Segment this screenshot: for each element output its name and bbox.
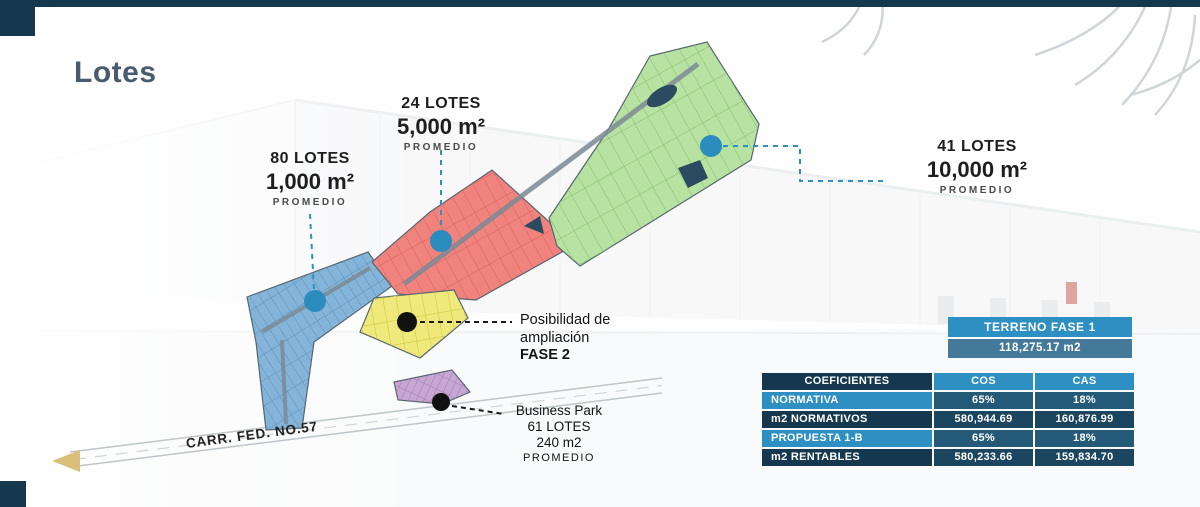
row-m2-normativos-cos: 580,944.69 — [934, 411, 1033, 428]
callout-lot-size: 10,000 m² — [926, 157, 1028, 182]
dot-1000 — [304, 290, 326, 312]
coeficientes-table: COEFICIENTES COS CAS NORMATIVA 65% 18% m… — [762, 373, 1134, 466]
row-m2-rentables-cos: 580,233.66 — [934, 449, 1033, 466]
business-park-note-label: PROMEDIO — [523, 451, 595, 464]
dot-expansion — [397, 312, 417, 332]
row-label-propuesta-1b: PROPUESTA 1-B — [762, 430, 932, 447]
callout-lot-size: 1,000 m² — [265, 169, 355, 194]
truck — [1066, 282, 1077, 304]
terreno-fase1-value: 118,275.17 m2 — [948, 339, 1132, 358]
dot-5000 — [430, 230, 452, 252]
callout-1000m2: 80 LOTES 1,000 m² PROMEDIO — [225, 150, 395, 208]
table-header-cas: CAS — [1035, 373, 1134, 390]
expansion-line-2: ampliación — [520, 329, 590, 346]
top-trim-bar — [0, 0, 1200, 7]
table-header-cos: COS — [934, 373, 1033, 390]
expansion-line-3: FASE 2 — [520, 347, 570, 364]
callout-dots — [304, 135, 722, 411]
callout-note: PROMEDIO — [403, 142, 479, 153]
top-left-trim-square — [0, 0, 35, 36]
business-park-size: 240 m2 — [536, 434, 582, 450]
callout-note: PROMEDIO — [272, 197, 348, 208]
business-park-note: Business Park 61 LOTES 240 m2 PROMEDIO — [498, 403, 620, 465]
row-label-m2-normativos: m2 NORMATIVOS — [762, 411, 932, 428]
row-m2-rentables-cas: 159,834.70 — [1035, 449, 1134, 466]
callout-lots-count: 24 LOTES — [401, 95, 481, 112]
business-park-name: Business Park — [515, 403, 603, 418]
callout-10000m2: 41 LOTES 10,000 m² PROMEDIO — [888, 138, 1066, 196]
row-label-normativa: NORMATIVA — [762, 392, 932, 409]
road-arrow — [52, 450, 80, 472]
highway — [52, 377, 663, 472]
row-propuesta-1b-cos: 65% — [934, 430, 1033, 447]
palm-fronds — [821, 0, 1200, 116]
table-header-coeficientes: COEFICIENTES — [762, 373, 932, 390]
retention-ponds — [524, 84, 708, 234]
dot-business-park — [432, 393, 450, 411]
callout-connectors — [309, 145, 887, 415]
callout-lots-count: 41 LOTES — [937, 138, 1017, 155]
callout-note: PROMEDIO — [939, 185, 1015, 196]
business-park-lots: 61 LOTES — [527, 418, 591, 434]
row-normativa-cas: 18% — [1035, 392, 1134, 409]
terreno-fase1-header: TERRENO FASE 1 — [948, 317, 1132, 337]
callout-5000m2: 24 LOTES 5,000 m² PROMEDIO — [356, 95, 526, 153]
bottom-left-trim-square — [0, 481, 26, 507]
row-propuesta-1b-cas: 18% — [1035, 430, 1134, 447]
page-title: Lotes — [74, 56, 157, 89]
row-label-m2-rentables: m2 RENTABLES — [762, 449, 932, 466]
dot-10000 — [700, 135, 722, 157]
row-m2-normativos-cas: 160,876.99 — [1035, 411, 1134, 428]
expansion-note: Posibilidad de ampliación FASE 2 — [520, 312, 610, 365]
row-normativa-cos: 65% — [934, 392, 1033, 409]
callout-lot-size: 5,000 m² — [396, 114, 486, 139]
expansion-line-1: Posibilidad de — [520, 312, 611, 328]
callout-lots-count: 80 LOTES — [270, 150, 350, 167]
